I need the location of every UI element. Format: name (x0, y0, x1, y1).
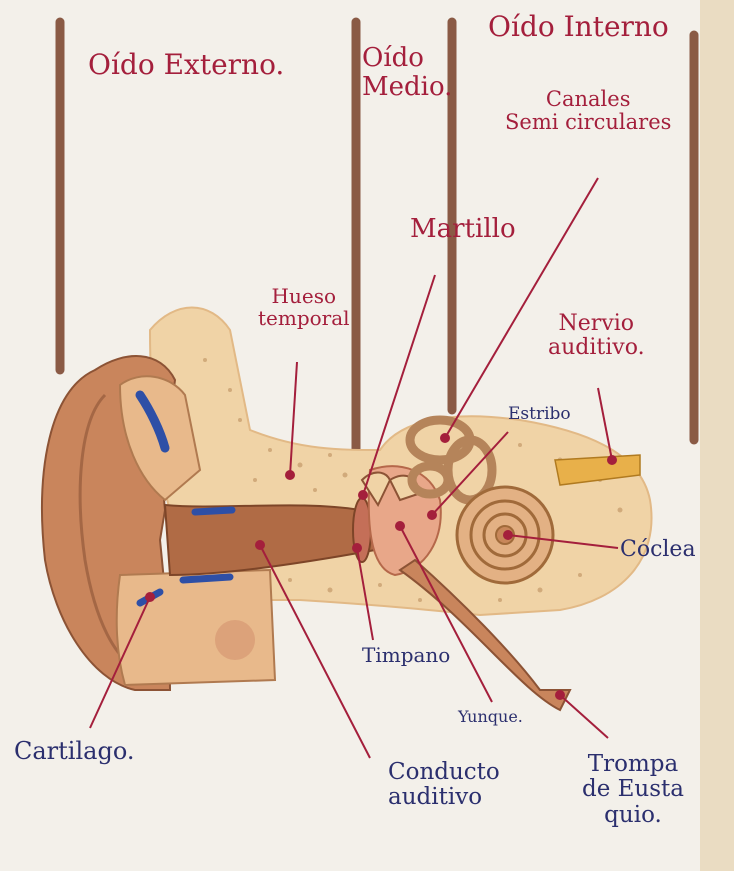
earlobe-block (117, 570, 275, 685)
paper-edge (700, 0, 734, 871)
lobe-marker (215, 620, 255, 660)
